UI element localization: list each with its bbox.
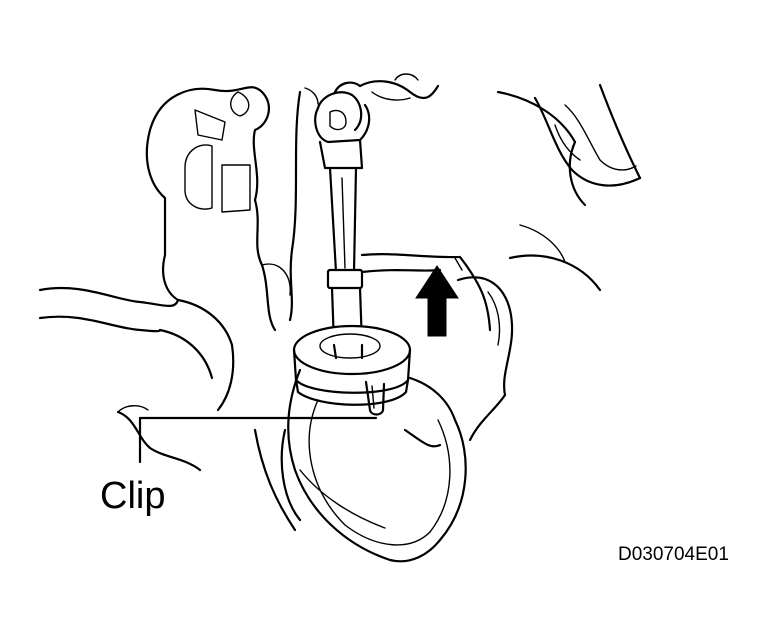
clip-part <box>364 380 386 416</box>
clip-label: Clip <box>100 475 166 517</box>
steering-shaft <box>326 166 364 347</box>
left-body-structure <box>145 86 319 412</box>
clip-leader-line <box>138 416 378 464</box>
figure-code: D030704E01 <box>618 544 729 565</box>
left-cable <box>38 286 202 472</box>
arrow-up-icon <box>415 265 459 337</box>
universal-joint <box>314 73 440 170</box>
right-body-structure <box>403 83 642 448</box>
collar-ring <box>292 324 412 406</box>
boot-cover <box>253 368 467 563</box>
